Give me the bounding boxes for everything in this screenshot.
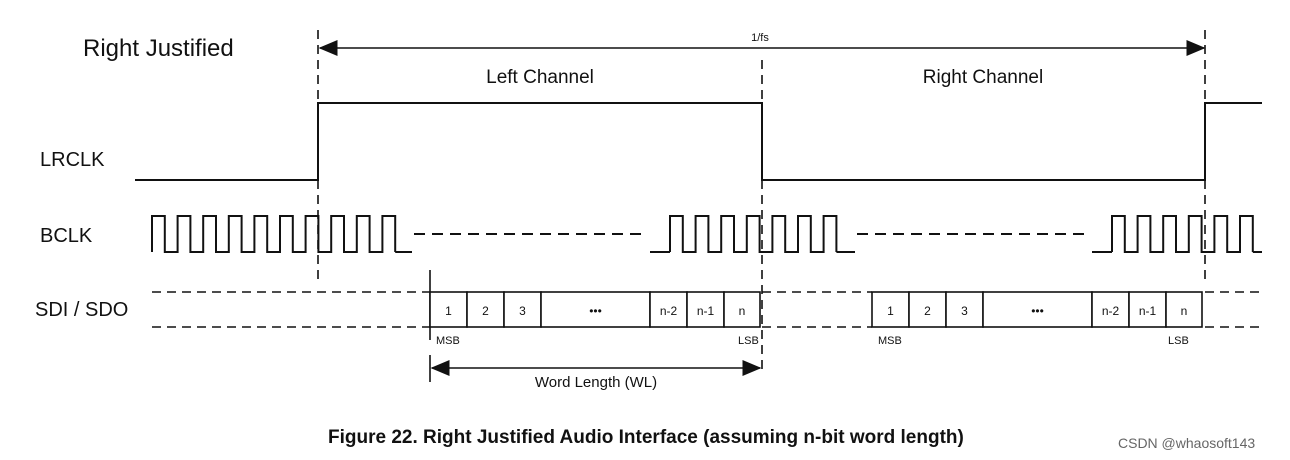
word-right: 1 2 3 ••• n-2 n-1 n [871, 291, 1203, 328]
bit-label-left-2: 3 [519, 304, 526, 318]
bclk-waveform [151, 215, 1262, 253]
right-channel-label: Right Channel [923, 67, 1043, 88]
bit-cell-right-3 [982, 291, 1093, 328]
bit-cell-right-6 [1165, 291, 1203, 328]
watermark: CSDN @whaosoft143 [1118, 435, 1255, 451]
bit-cell-left-5 [686, 291, 725, 328]
bit-label-left-0: 1 [445, 304, 452, 318]
diagram-title: Right Justified [83, 35, 234, 62]
bit-label-right-1: 2 [924, 304, 931, 318]
lsb-label-right: LSB [1168, 335, 1189, 347]
bit-label-right-2: 3 [961, 304, 968, 318]
bit-label-right-6: n [1181, 304, 1188, 318]
bit-label-left-6: n [739, 304, 746, 318]
bit-label-right-3: ••• [1031, 304, 1044, 318]
lsb-label-left: LSB [738, 335, 759, 347]
bit-cell-left-6 [723, 291, 761, 328]
word-length-label: Word Length (WL) [535, 374, 657, 391]
lrclk-waveform [135, 102, 1262, 181]
period-label: 1/fs [751, 32, 769, 44]
sdi-bus-lines [152, 270, 1262, 340]
bit-cell-right-4 [1091, 291, 1130, 328]
bit-label-right-0: 1 [887, 304, 894, 318]
figure-caption: Figure 22. Right Justified Audio Interfa… [328, 427, 964, 448]
bit-cell-right-1 [908, 291, 947, 328]
word-left: 1 2 3 ••• n-2 n-1 n [429, 291, 761, 328]
bit-cell-left-2 [503, 291, 542, 328]
bclk-label: BCLK [40, 225, 93, 247]
bit-label-right-5: n-1 [1139, 304, 1157, 318]
bit-cell-right-2 [945, 291, 984, 328]
sdi-sdo-label: SDI / SDO [35, 299, 128, 321]
bit-label-left-3: ••• [589, 304, 602, 318]
bit-label-left-5: n-1 [697, 304, 715, 318]
bclk-pulses-3 [1111, 215, 1254, 253]
bit-cell-left-3 [540, 291, 651, 328]
bit-label-left-4: n-2 [660, 304, 678, 318]
bclk-pulses-1 [151, 215, 397, 253]
bit-label-left-1: 2 [482, 304, 489, 318]
bclk-pulses-2 [669, 215, 838, 253]
bit-label-right-4: n-2 [1102, 304, 1120, 318]
msb-label-left: MSB [436, 335, 460, 347]
bit-cell-left-1 [466, 291, 505, 328]
lrclk-label: LRCLK [40, 149, 105, 171]
left-channel-label: Left Channel [486, 67, 594, 88]
wl-label-bg [512, 370, 680, 392]
bit-cell-right-0 [871, 291, 910, 328]
msb-label-right: MSB [878, 335, 902, 347]
